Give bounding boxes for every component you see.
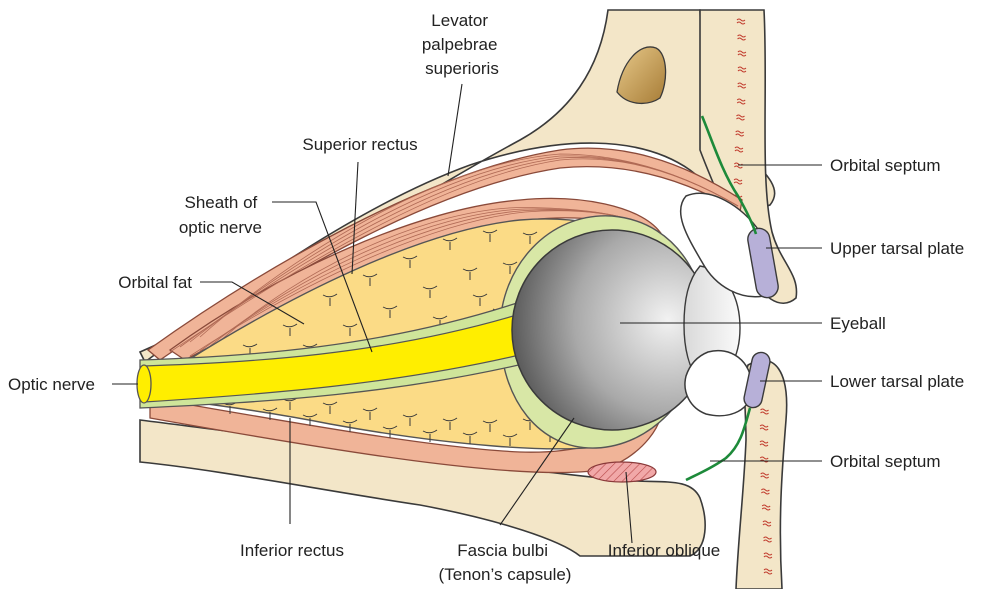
label-sheath-optic-nerve: Sheath of optic nerve — [179, 193, 262, 237]
label-optic-nerve: Optic nerve — [8, 375, 95, 394]
label-inferior-rectus: Inferior rectus — [240, 541, 344, 560]
label-inferior-oblique: Inferior oblique — [608, 541, 720, 560]
eyeball — [512, 230, 712, 430]
orbital-septum-lower — [686, 408, 750, 480]
label-fascia-bulbi: Fascia bulbi (Tenon’s capsule) — [439, 541, 572, 584]
label-upper-tarsal-plate: Upper tarsal plate — [830, 239, 964, 258]
label-orbital-septum-lower: Orbital septum — [830, 452, 941, 471]
label-levator: Levator palpebrae superioris — [422, 11, 502, 78]
inferior-oblique-muscle — [588, 462, 656, 482]
label-lower-tarsal-plate: Lower tarsal plate — [830, 372, 964, 391]
label-orbital-fat: Orbital fat — [118, 273, 192, 292]
lower-fornix — [685, 351, 752, 416]
optic-nerve-cut-end — [137, 365, 151, 403]
label-orbital-septum-upper: Orbital septum — [830, 156, 941, 175]
label-superior-rectus: Superior rectus — [302, 135, 417, 154]
label-eyeball: Eyeball — [830, 314, 886, 333]
